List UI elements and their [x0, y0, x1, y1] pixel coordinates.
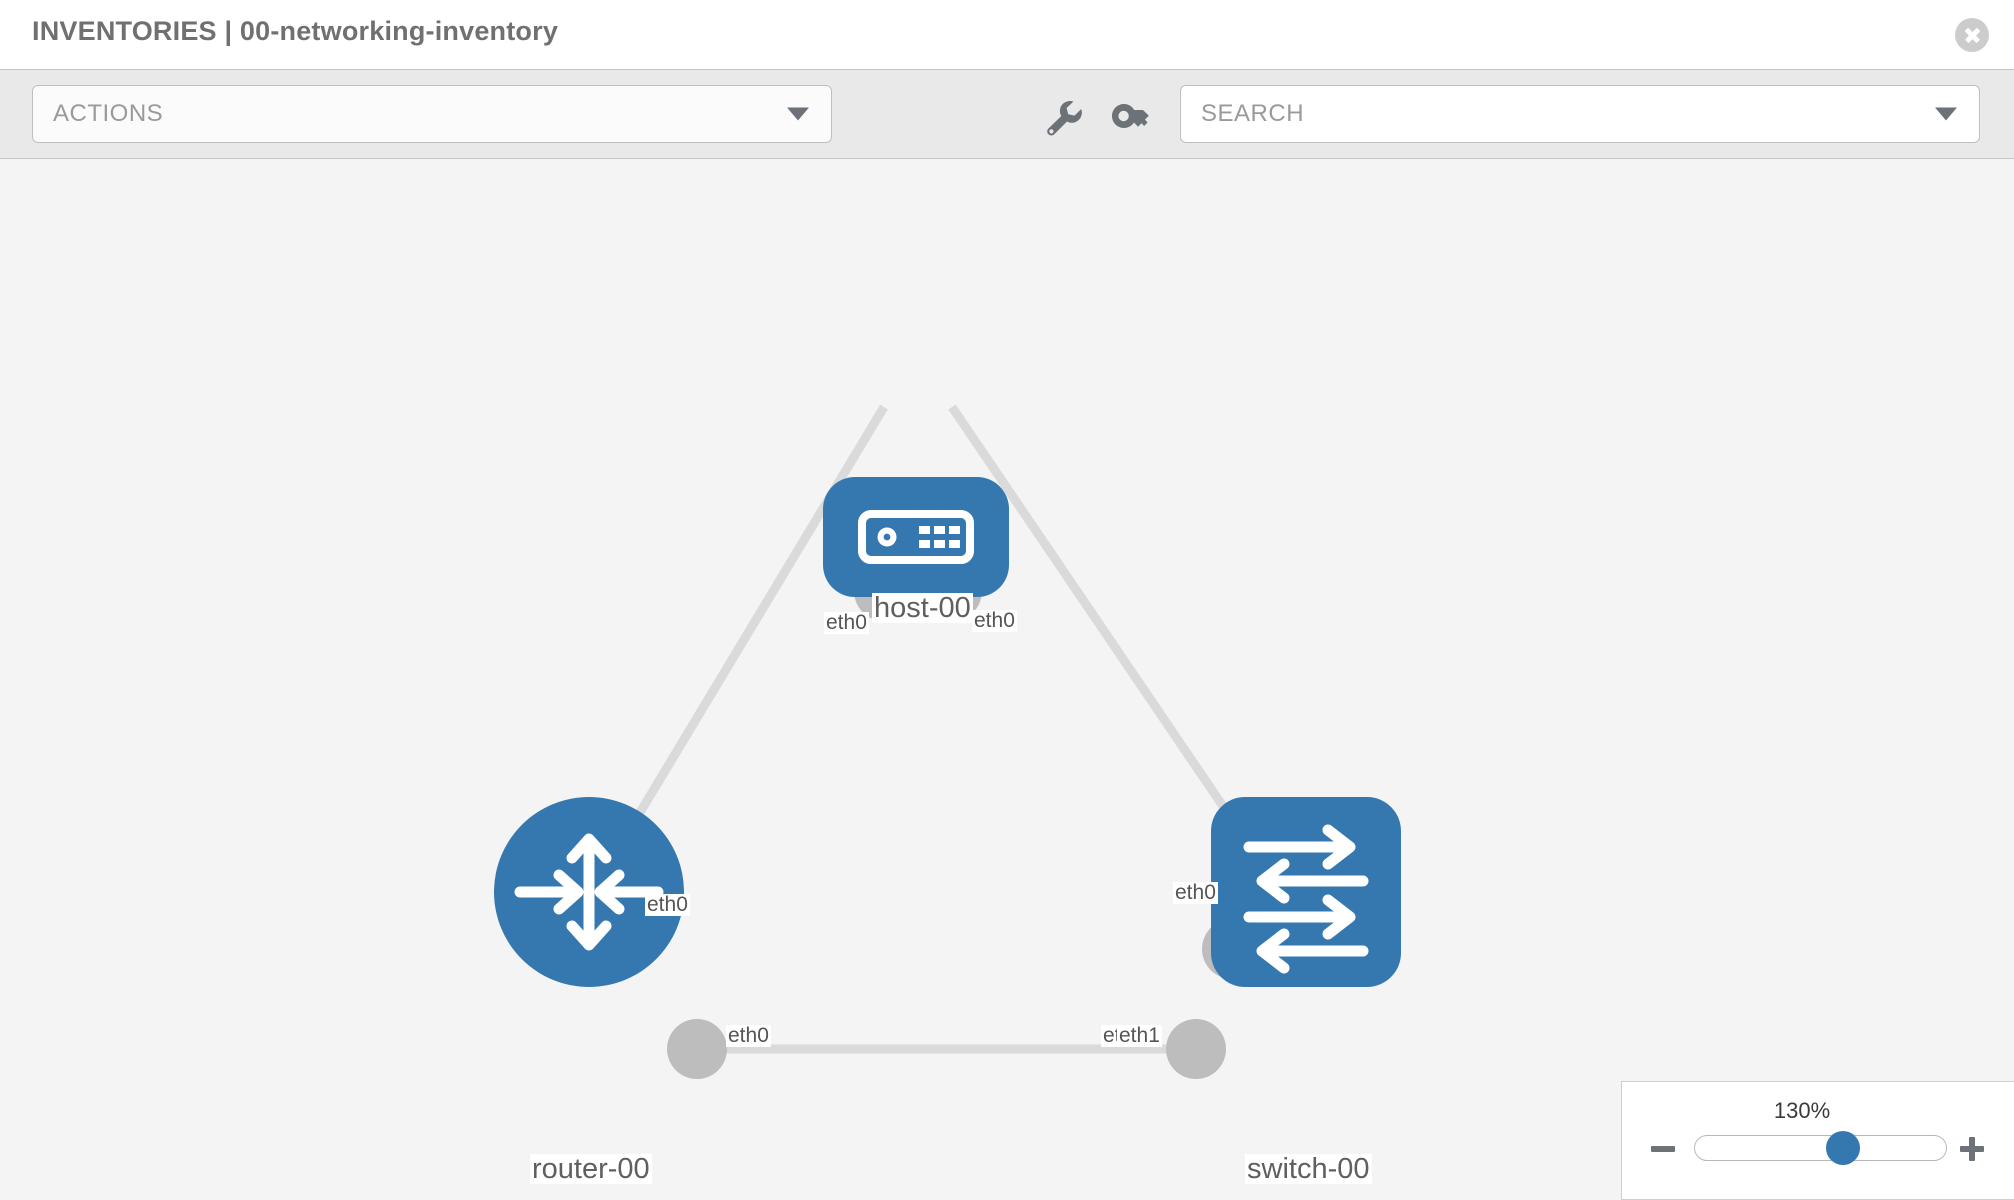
- window-header: INVENTORIES | 00-networking-inventory: [0, 0, 2014, 70]
- iface-stub-switch-left[interactable]: [1166, 1019, 1226, 1079]
- page-title: INVENTORIES | 00-networking-inventory: [32, 16, 559, 46]
- zoom-level-value: 130%: [1773, 1098, 1831, 1123]
- search-placeholder: SEARCH: [1201, 100, 1305, 127]
- node-switch-00[interactable]: [1211, 797, 1401, 987]
- zoom-slider-thumb[interactable]: [1826, 1131, 1861, 1165]
- actions-dropdown[interactable]: ACTIONS: [32, 85, 832, 143]
- chevron-down-icon: [787, 107, 809, 121]
- iface-label-switch-upper: eth0: [1173, 881, 1218, 905]
- iface-label-host-left: eth0: [824, 611, 869, 635]
- zoom-slider[interactable]: [1694, 1131, 1947, 1165]
- topology-graph: [494, 404, 1401, 1079]
- actions-dropdown-label: ACTIONS: [53, 100, 164, 127]
- iface-label-host-right: eth0: [972, 609, 1017, 633]
- zoom-in-button[interactable]: [1957, 1134, 1987, 1164]
- search-input[interactable]: SEARCH: [1180, 85, 1980, 143]
- node-label-router-00: router-00: [530, 1153, 652, 1185]
- toolbar: ACTIONS SEARCH: [0, 70, 2014, 159]
- node-router-00[interactable]: [494, 797, 684, 987]
- iface-label-router-right: eth0: [726, 1024, 771, 1048]
- close-icon[interactable]: [1955, 18, 1989, 52]
- node-label-switch-00: switch-00: [1245, 1153, 1372, 1185]
- zoom-control-panel: 130%: [1621, 1081, 2014, 1200]
- node-label-host-00: host-00: [872, 592, 973, 624]
- iface-label-switch-left-front: eth1: [1117, 1024, 1162, 1048]
- iface-stub-router-right[interactable]: [667, 1019, 727, 1079]
- wrench-icon[interactable]: [1040, 98, 1086, 138]
- node-host-00[interactable]: [823, 477, 1009, 597]
- chevron-down-icon: [1935, 107, 1957, 121]
- key-icon[interactable]: [1108, 98, 1154, 138]
- iface-label-router-upper: eth0: [645, 893, 690, 917]
- link-host-switch[interactable]: [948, 404, 1256, 852]
- zoom-out-button[interactable]: [1648, 1134, 1678, 1164]
- topology-canvas[interactable]: host-00 router-00 switch-00 eth0 eth0 et…: [0, 159, 2014, 1200]
